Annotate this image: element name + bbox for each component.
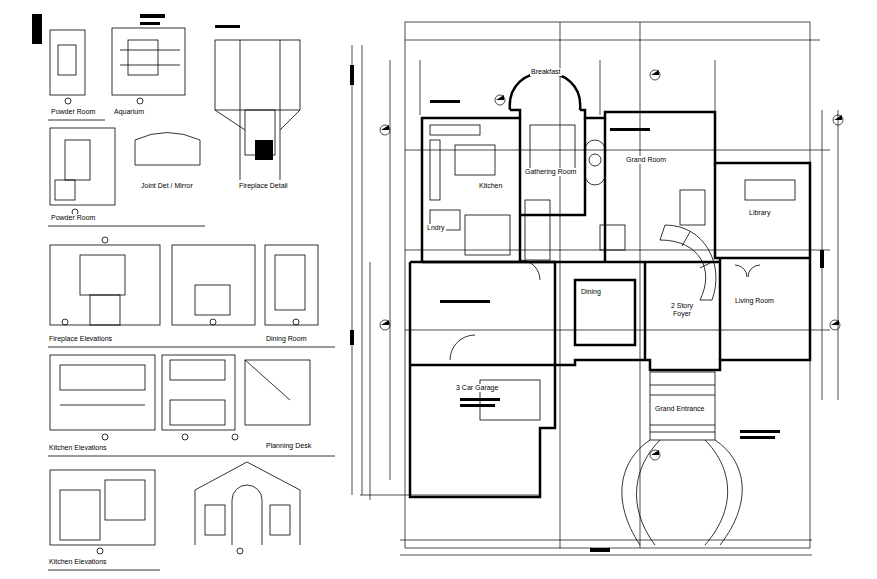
room-label: Gathering Room [524,168,577,176]
room-label: Grand Entrance [654,405,705,413]
drawing-title: Fireplace Elevations [48,335,113,343]
room-label: 3 Car Garage [455,384,499,392]
room-label: Library [748,209,771,217]
room-label: Kitchen [478,182,503,190]
drawing-title: Planning Desk [265,442,312,450]
room-label: Dining [580,288,602,296]
drawing-title: Dining Room [265,335,307,343]
drawing-title: Aquarium [113,108,145,116]
room-label: Lndry [426,224,446,232]
drawing-title: Joint Det / Mirror [140,182,194,190]
drawing-title: Fireplace Detail [238,182,289,190]
room-label: Living Room [734,297,775,305]
drawing-title: Powder Room [50,108,96,116]
room-label: 2 Story Foyer [666,302,698,317]
drawing-title: Powder Room [50,214,96,222]
drawing-title: Kitchen Elevations [48,444,108,452]
drawing-title: Kitchen Elevations [48,558,108,566]
room-label: Breakfast [530,68,562,76]
room-label: Grand Room [625,156,667,164]
